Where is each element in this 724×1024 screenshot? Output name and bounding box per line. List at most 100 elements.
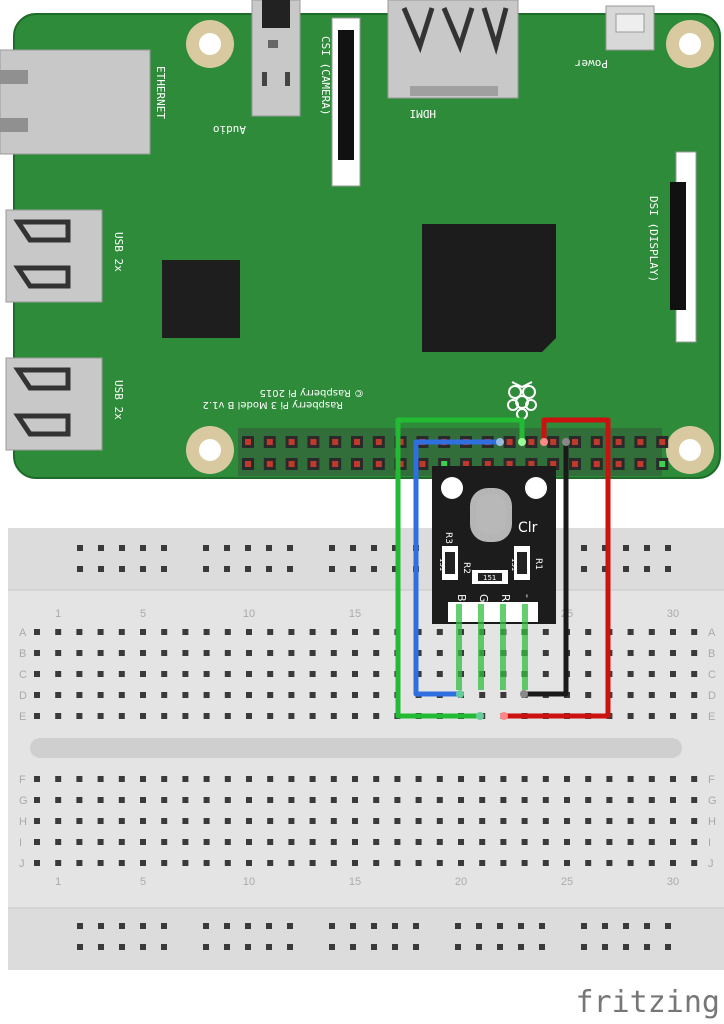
breadboard-hole: [542, 776, 549, 782]
breadboard-hole: [119, 944, 125, 950]
wire-end-icon: [496, 438, 504, 446]
audio-jack-icon: [251, 0, 301, 117]
breadboard-hole: [288, 713, 295, 719]
breadboard-hole: [203, 797, 210, 803]
breadboard-hole: [98, 944, 104, 950]
breadboard-hole: [182, 797, 189, 803]
breadboard-hole: [352, 860, 358, 866]
breadboard-hole: [203, 629, 210, 635]
breadboard-hole: [564, 776, 570, 782]
breadboard-hole: [627, 818, 634, 824]
breadboard-hole: [224, 566, 230, 572]
breadboard-hole: [246, 839, 252, 845]
breadboard-hole: [34, 713, 40, 719]
breadboard-hole: [373, 839, 380, 845]
breadboard-hole: [371, 944, 377, 950]
raspberry-pi-board: ETHERNET USB 2x USB 2x Audio: [0, 0, 721, 479]
wire-ends: [456, 438, 570, 720]
breadboard-hole: [309, 713, 316, 719]
green-wire: [395, 417, 525, 719]
breadboard-hole: [34, 671, 40, 677]
module-pins: [456, 604, 528, 690]
breadboard-hole: [415, 776, 422, 782]
gpio-pin: [506, 461, 513, 467]
breadboard-hole: [34, 650, 40, 656]
wire-end-icon: [500, 712, 508, 720]
breadboard-hole: [97, 692, 104, 698]
breadboard-hole: [266, 944, 272, 950]
breadboard-hole: [691, 860, 698, 866]
breadboard-hole: [203, 860, 210, 866]
row-label-right: F: [708, 774, 715, 786]
row-label-left: J: [19, 858, 25, 870]
breadboard-hole: [288, 818, 295, 824]
breadboard-hole: [352, 692, 358, 698]
breadboard-hole: [648, 839, 655, 845]
breadboard-hole: [140, 566, 146, 572]
breadboard-hole: [330, 818, 337, 824]
breadboard-hole: [224, 923, 230, 929]
breadboard-hole: [394, 860, 401, 866]
breadboard-hole: [34, 797, 40, 803]
breadboard-hole: [564, 818, 570, 824]
breadboard-hole: [623, 944, 629, 950]
module-pin: [478, 604, 484, 690]
breadboard-hole: [55, 776, 62, 782]
breadboard-hole: [330, 860, 337, 866]
lan-chip-icon: [162, 260, 240, 338]
breadboard-hole: [670, 692, 676, 698]
gpio-pin: [332, 461, 339, 467]
breadboard-hole: [119, 566, 125, 572]
row-label-left: E: [19, 711, 26, 723]
gpio-pin: [463, 461, 469, 467]
breadboard-hole: [539, 944, 545, 950]
breadboard-hole: [691, 671, 698, 677]
breadboard-hole: [76, 797, 83, 803]
wires: [395, 417, 611, 720]
breadboard-hole: [394, 839, 401, 845]
breadboard-hole: [55, 671, 62, 677]
breadboard-hole: [55, 692, 62, 698]
audio-contact: [285, 72, 290, 86]
breadboard-hole: [76, 839, 83, 845]
breadboard-hole: [479, 692, 486, 698]
breadboard-hole: [542, 671, 549, 677]
breadboard-hole: [670, 713, 676, 719]
breadboard-hole: [161, 818, 168, 824]
breadboard-hole: [352, 797, 358, 803]
pin-r-label: R: [499, 594, 512, 602]
breadboard-hole: [371, 566, 377, 572]
breadboard-hole: [76, 818, 83, 824]
breadboard-hole: [245, 923, 251, 929]
breadboard-hole: [246, 776, 252, 782]
breadboard-hole: [602, 923, 608, 929]
breadboard-hole: [371, 923, 377, 929]
breadboard-hole: [479, 797, 486, 803]
gpio-pin: [528, 461, 535, 467]
gpio-pin: [419, 461, 426, 467]
breadboard-hole: [436, 671, 443, 677]
breadboard-hole: [203, 839, 210, 845]
breadboard-hole: [479, 776, 486, 782]
breadboard-hole: [581, 944, 587, 950]
breadboard-hole: [602, 566, 608, 572]
gpio-pin: [397, 439, 404, 445]
breadboard-hole: [203, 818, 210, 824]
row-label-right: G: [708, 795, 717, 807]
breadboard-hole: [436, 797, 443, 803]
breadboard-hole: [267, 839, 274, 845]
breadboard-hole: [627, 860, 634, 866]
row-label-right: I: [708, 837, 711, 849]
gpio-pin: [593, 439, 600, 445]
breadboard-hole: [77, 566, 83, 572]
breadboard-hole: [392, 545, 398, 551]
breadboard-hole: [309, 629, 316, 635]
breadboard-hole: [246, 860, 252, 866]
row-label-left: A: [19, 627, 27, 639]
breadboard-hole: [373, 818, 380, 824]
breadboard-hole: [97, 818, 104, 824]
breadboard-hole: [500, 839, 507, 845]
breadboard-hole: [245, 566, 251, 572]
row-label-left: H: [19, 816, 27, 828]
